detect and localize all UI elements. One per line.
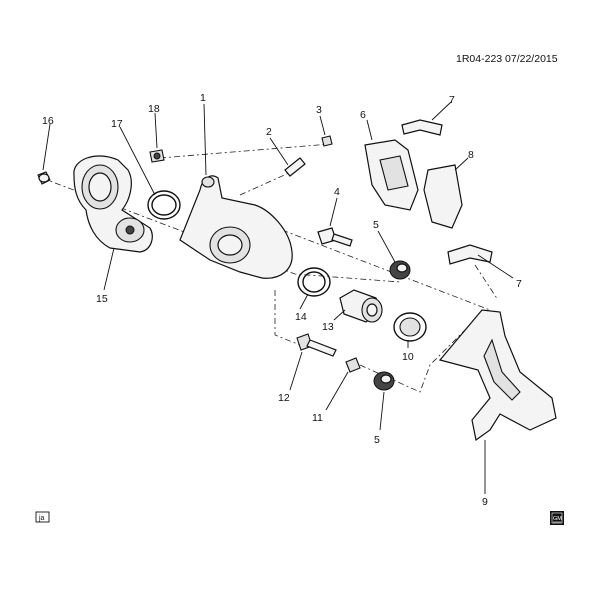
callout-4: 4	[334, 186, 340, 198]
actuator-motor-part-15	[73, 155, 153, 253]
callout-15: 15	[96, 293, 108, 305]
gm-logo-text: GM	[553, 516, 562, 522]
callout-10: 10	[402, 351, 414, 363]
callout-3: 3	[316, 104, 322, 116]
diagram-reference: 1R04-223 07/22/2015	[456, 53, 558, 65]
bolt-part-12	[296, 333, 337, 357]
bolt-part-4	[317, 227, 353, 247]
callout-5-lower: 5	[374, 434, 380, 446]
callout-14: 14	[295, 311, 307, 323]
dust-boot-part-10	[393, 312, 427, 342]
o-ring-part-17	[147, 190, 181, 220]
callout-7-lower: 7	[516, 278, 522, 290]
callout-17: 17	[111, 118, 123, 130]
callout-5-upper: 5	[373, 219, 379, 231]
boot-part-11	[345, 357, 361, 373]
bolt-part-18	[149, 149, 165, 163]
callout-6: 6	[360, 109, 366, 121]
callout-8: 8	[468, 149, 474, 161]
bushing-part-5-lower	[373, 371, 395, 391]
callout-2: 2	[266, 126, 272, 138]
brake-pad-part-8	[423, 164, 463, 229]
gm-logo: GM	[550, 511, 564, 525]
pad-clip-part-7-lower	[447, 244, 493, 265]
callout-labels: 1 2 3 4 5 5 6 7 7 8 9 10 11 12 13 14 15 …	[42, 92, 522, 508]
bleeder-screw-part-3	[321, 135, 333, 147]
callout-12: 12	[278, 392, 290, 404]
caliper-bracket-part-9	[438, 309, 557, 442]
caliper-housing-part-1	[179, 175, 293, 279]
callout-9: 9	[482, 496, 488, 508]
callout-7-upper: 7	[449, 94, 455, 106]
leader-lines	[42, 101, 514, 494]
callout-1: 1	[200, 92, 206, 104]
guide-pin-part-2	[284, 157, 306, 177]
brake-pad-part-6	[364, 139, 419, 211]
bleeder-cap-part-16	[37, 171, 51, 185]
piston-part-13	[339, 289, 383, 323]
callout-11: 11	[312, 412, 323, 424]
artist-tag: ja	[35, 511, 50, 523]
bushing-part-5-upper	[389, 260, 411, 280]
pad-clip-part-7-upper	[401, 119, 443, 136]
callout-16: 16	[42, 115, 54, 127]
artist-tag-text: ja	[38, 515, 45, 522]
callout-13: 13	[322, 321, 334, 333]
piston-seal-part-14	[297, 267, 331, 297]
callout-18: 18	[148, 103, 160, 115]
